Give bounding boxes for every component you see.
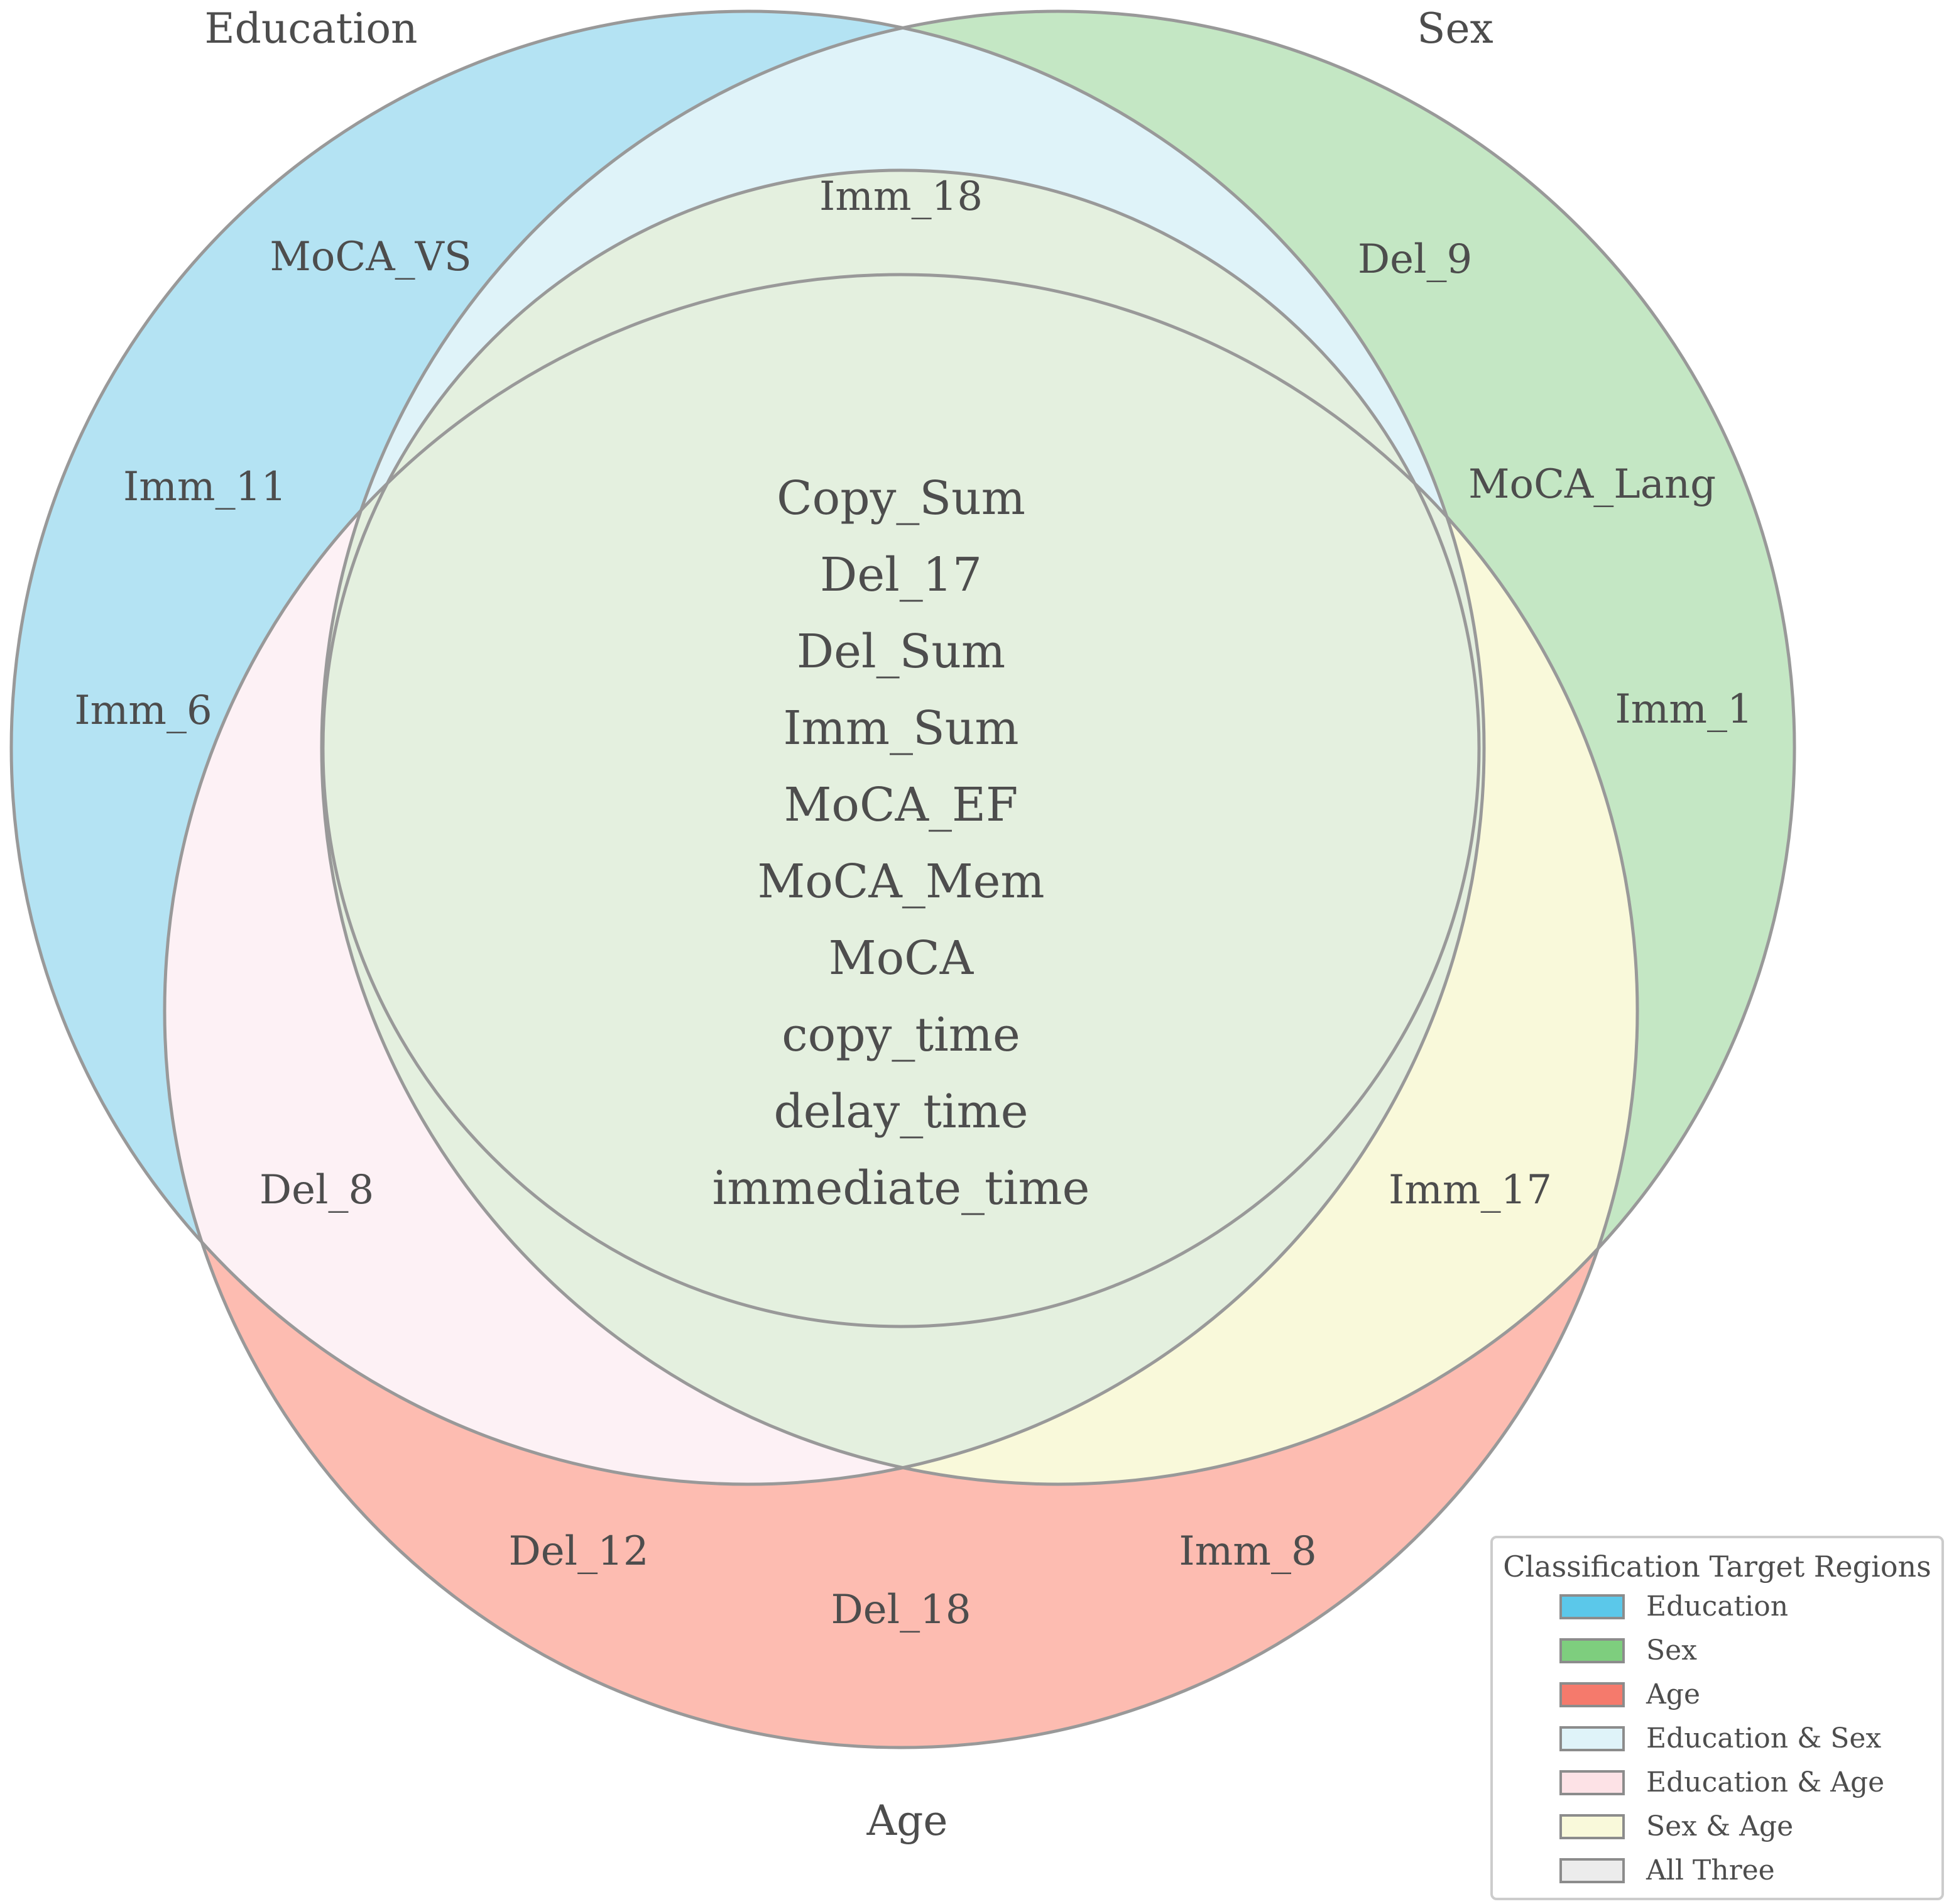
legend: Classification Target Regions EducationS… <box>1490 1536 1944 1900</box>
region-label-all-three: Del_Sum <box>797 625 1005 679</box>
legend-swatch <box>1559 1770 1625 1795</box>
region-label-age: Del_12 <box>508 1528 648 1575</box>
legend-swatch <box>1559 1682 1625 1707</box>
legend-label: Age <box>1646 1678 1700 1710</box>
region-label-sex: MoCA_Lang <box>1468 461 1716 508</box>
region-label-all-three: copy_time <box>782 1008 1020 1062</box>
legend-label: Education & Sex <box>1646 1722 1881 1754</box>
legend-label: Sex & Age <box>1646 1810 1793 1842</box>
region-label-all-three: Copy_Sum <box>777 471 1025 525</box>
education-outline <box>9 9 1486 1486</box>
legend-title: Classification Target Regions <box>1503 1550 1931 1584</box>
legend-frame <box>1490 1536 1944 1900</box>
region-label-age: Del_18 <box>831 1587 971 1633</box>
legend-swatch <box>1559 1594 1625 1619</box>
region-label-all-three: MoCA_EF <box>784 778 1018 832</box>
legend-label: All Three <box>1646 1854 1775 1886</box>
region-label-education: MoCA_VS <box>270 234 471 280</box>
region-label-sex: Del_9 <box>1358 236 1472 283</box>
age-title: Age <box>866 1797 948 1845</box>
legend-label: Education & Age <box>1646 1766 1884 1798</box>
all-three-labels: Copy_Sum Del_17 Del_Sum Imm_Sum MoCA_EF … <box>712 471 1090 1215</box>
region-label-sex: Imm_1 <box>1615 686 1752 733</box>
region-label-all-three: Imm_Sum <box>783 701 1018 755</box>
region-label-education-sex: Imm_18 <box>819 173 983 220</box>
region-label-age: Imm_8 <box>1179 1528 1316 1575</box>
legend-label: Education <box>1646 1590 1788 1622</box>
region-label-all-three: Del_17 <box>820 548 982 602</box>
legend-swatch <box>1559 1814 1625 1839</box>
region-label-all-three: immediate_time <box>712 1161 1090 1215</box>
inner-core-circle <box>323 170 1479 1327</box>
region-label-education: Imm_6 <box>74 687 212 734</box>
legend-swatch <box>1559 1638 1625 1663</box>
region-label-education: Imm_11 <box>123 464 287 510</box>
sex-title: Sex <box>1417 4 1493 53</box>
legend-label: Sex <box>1646 1634 1697 1666</box>
age-outline <box>163 273 1639 1749</box>
region-label-all-three: delay_time <box>773 1085 1028 1139</box>
region-label-sex-age: Imm_17 <box>1389 1167 1552 1213</box>
legend-swatch <box>1559 1726 1625 1751</box>
education-title: Education <box>204 4 417 53</box>
region-label-education-age: Del_8 <box>259 1167 374 1213</box>
legend-swatch <box>1559 1858 1625 1883</box>
inner-core-outline <box>321 168 1481 1328</box>
region-label-all-three: MoCA_Mem <box>757 855 1044 909</box>
region-label-all-three: MoCA <box>829 931 974 985</box>
